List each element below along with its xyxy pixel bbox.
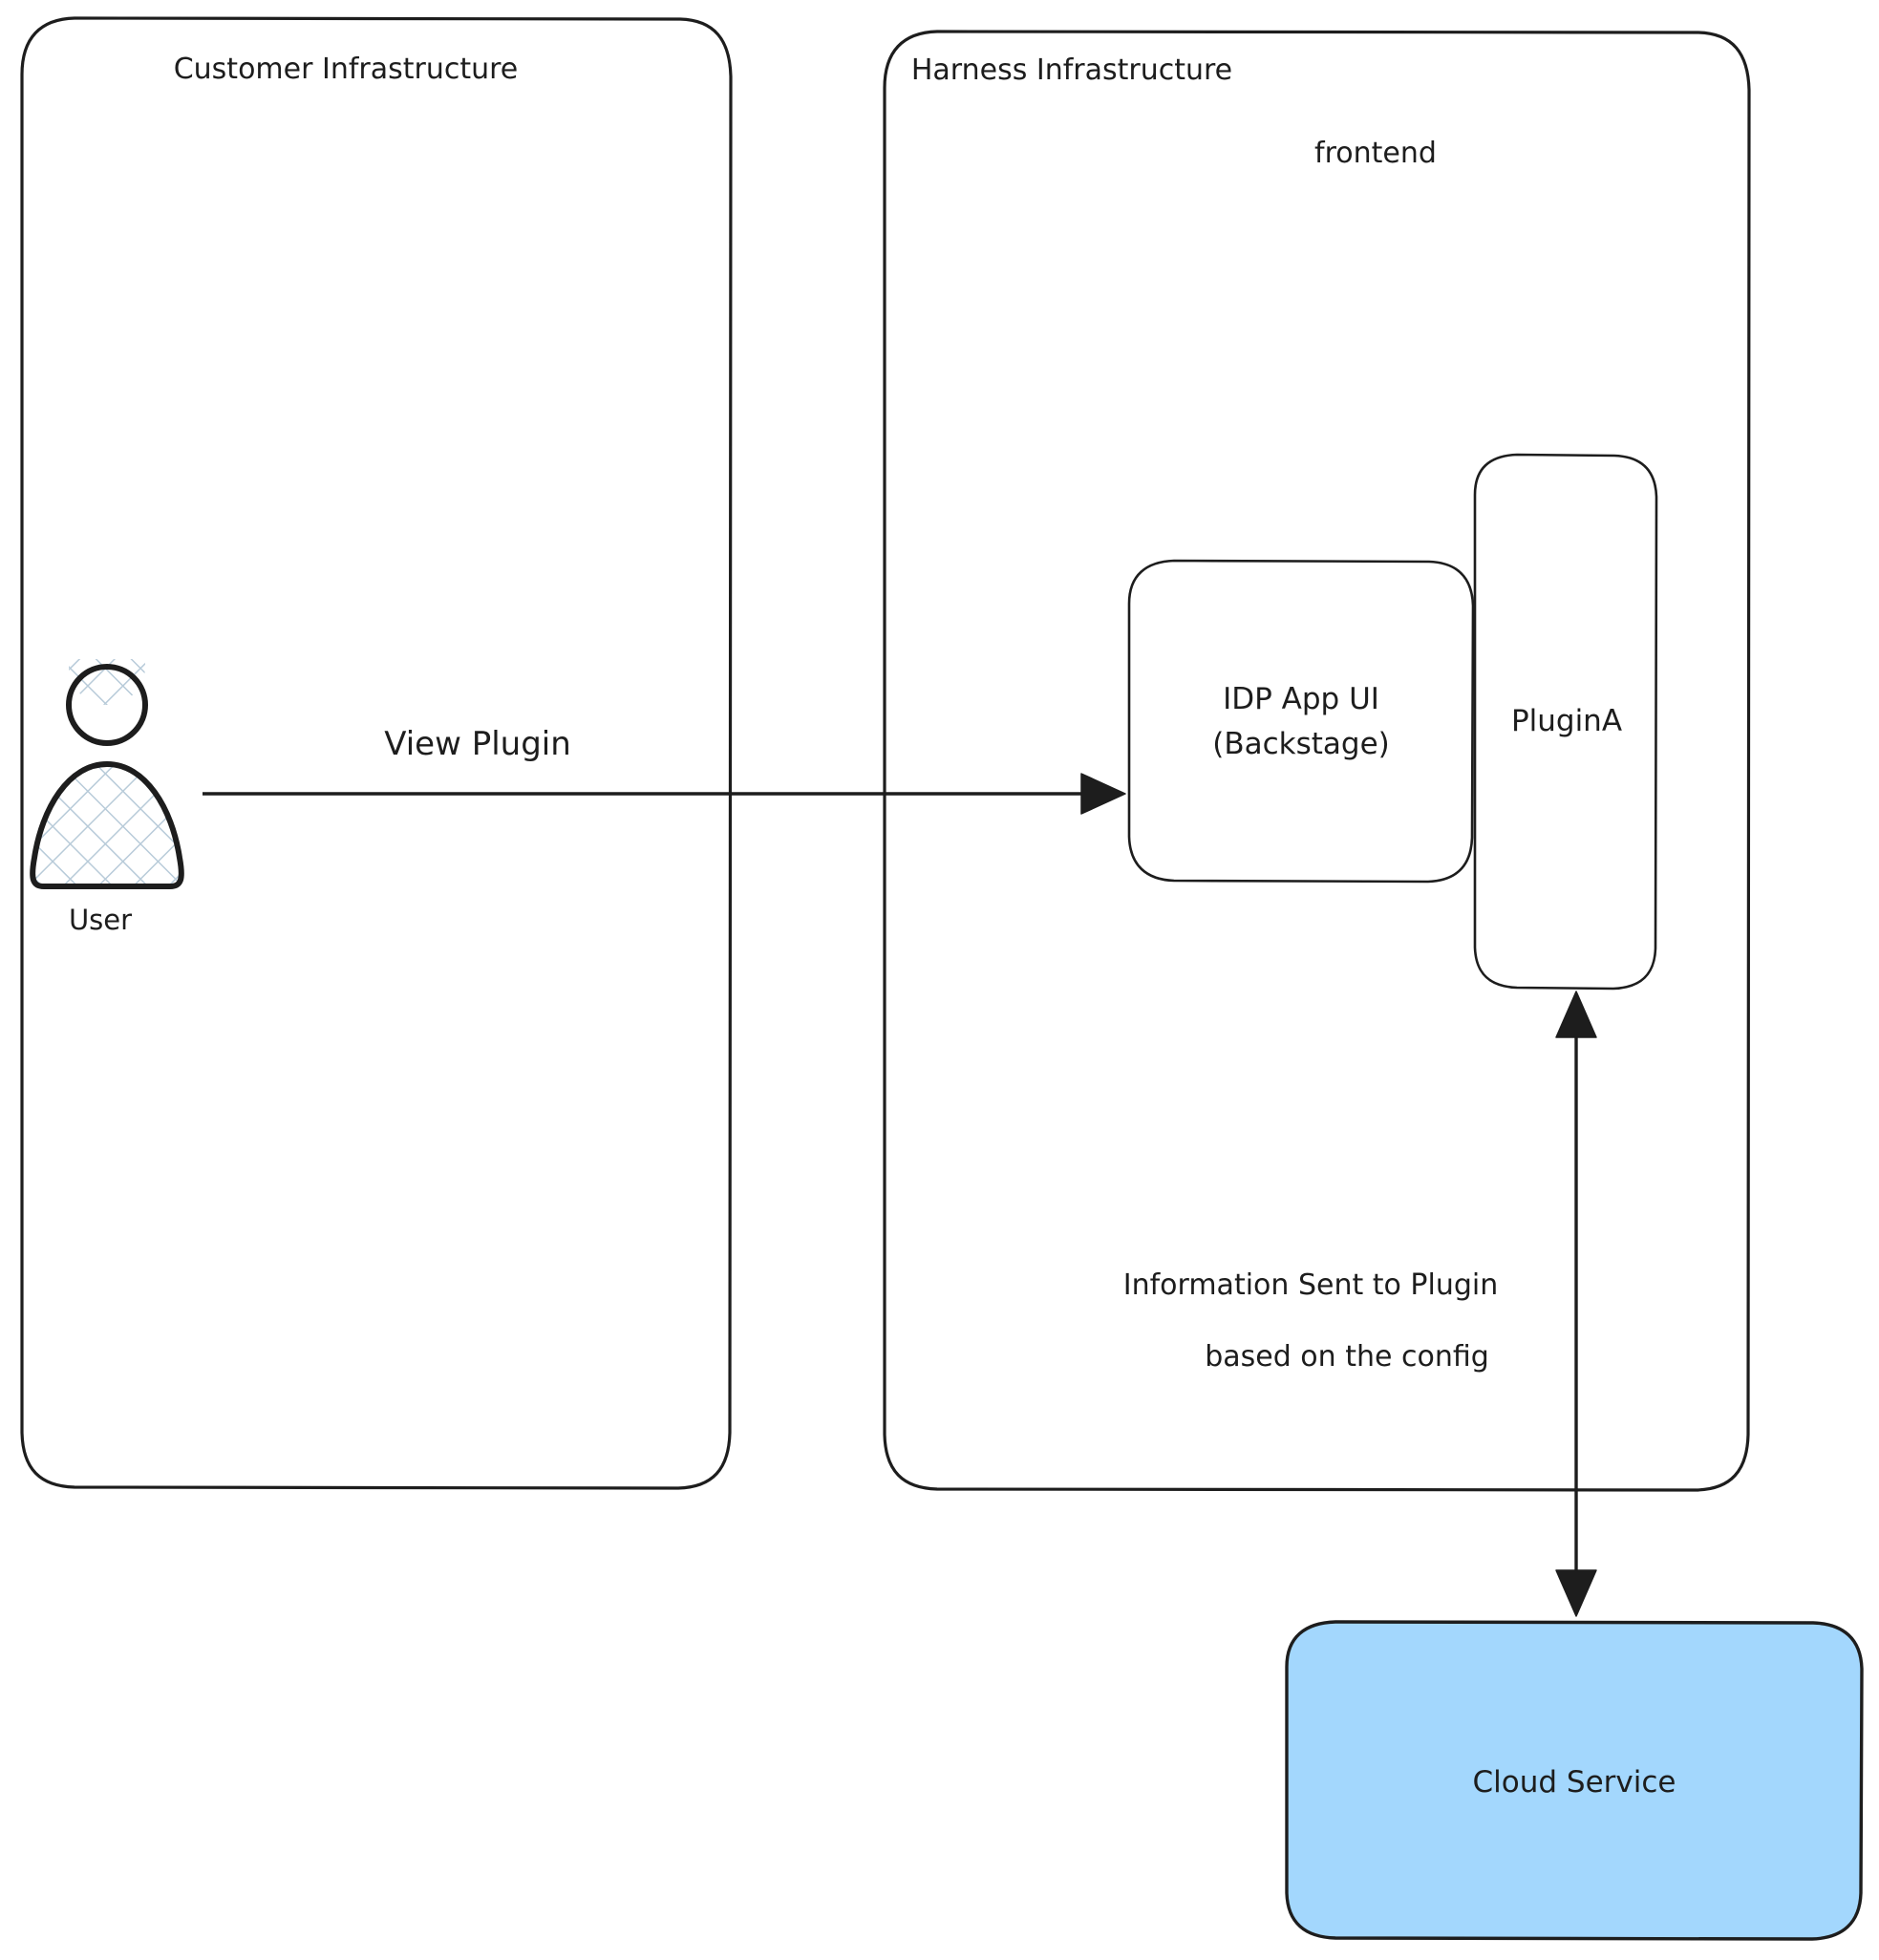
actor-head-icon bbox=[66, 664, 148, 746]
cloud-service-label: Cloud Service bbox=[1473, 1765, 1676, 1800]
actor-user-label: User bbox=[69, 904, 132, 936]
actor-body-icon bbox=[30, 761, 184, 889]
idp-app-ui-label-line2: (Backstage) bbox=[1212, 727, 1390, 761]
customer-infrastructure-border bbox=[20, 16, 733, 1490]
edge-user-to-idp[interactable]: View Plugin bbox=[203, 725, 1126, 815]
edge-plugin-to-cloud[interactable]: Information Sent to Plugin based on the … bbox=[1123, 991, 1597, 1617]
idp-app-ui-label-line1: IDP App UI bbox=[1223, 682, 1379, 716]
actor-person-icon-fill bbox=[32, 659, 181, 886]
node-plugin-a[interactable]: PluginA bbox=[1473, 453, 1658, 991]
frontend-group-label: frontend bbox=[1314, 137, 1437, 170]
idp-app-ui-border bbox=[1127, 559, 1475, 884]
edge-plugin-to-cloud-arrowhead-up bbox=[1555, 991, 1597, 1038]
harness-infrastructure-label: Harness Infrastructure bbox=[911, 53, 1232, 87]
actor-user[interactable]: User bbox=[19, 659, 201, 936]
cloud-service-border bbox=[1285, 1620, 1864, 1941]
harness-infrastructure-border bbox=[883, 30, 1751, 1492]
node-idp-app-ui[interactable]: IDP App UI (Backstage) bbox=[1127, 559, 1475, 884]
plugin-a-border bbox=[1473, 453, 1658, 991]
edge-plugin-to-cloud-arrowhead-down bbox=[1555, 1569, 1597, 1617]
node-cloud-service[interactable]: Cloud Service bbox=[1285, 1620, 1864, 1941]
plugin-a-label: PluginA bbox=[1511, 704, 1622, 738]
edge-user-to-idp-label: View Plugin bbox=[384, 725, 571, 763]
container-harness-infrastructure[interactable]: Harness Infrastructure bbox=[883, 30, 1751, 1492]
edge-plugin-to-cloud-label-line1: Information Sent to Plugin bbox=[1123, 1268, 1499, 1302]
container-customer-infrastructure[interactable]: Customer Infrastructure bbox=[20, 16, 733, 1490]
edge-user-to-idp-arrowhead bbox=[1080, 773, 1126, 815]
edge-plugin-to-cloud-label-line2: based on the config bbox=[1205, 1340, 1489, 1374]
customer-infrastructure-label: Customer Infrastructure bbox=[174, 53, 519, 86]
